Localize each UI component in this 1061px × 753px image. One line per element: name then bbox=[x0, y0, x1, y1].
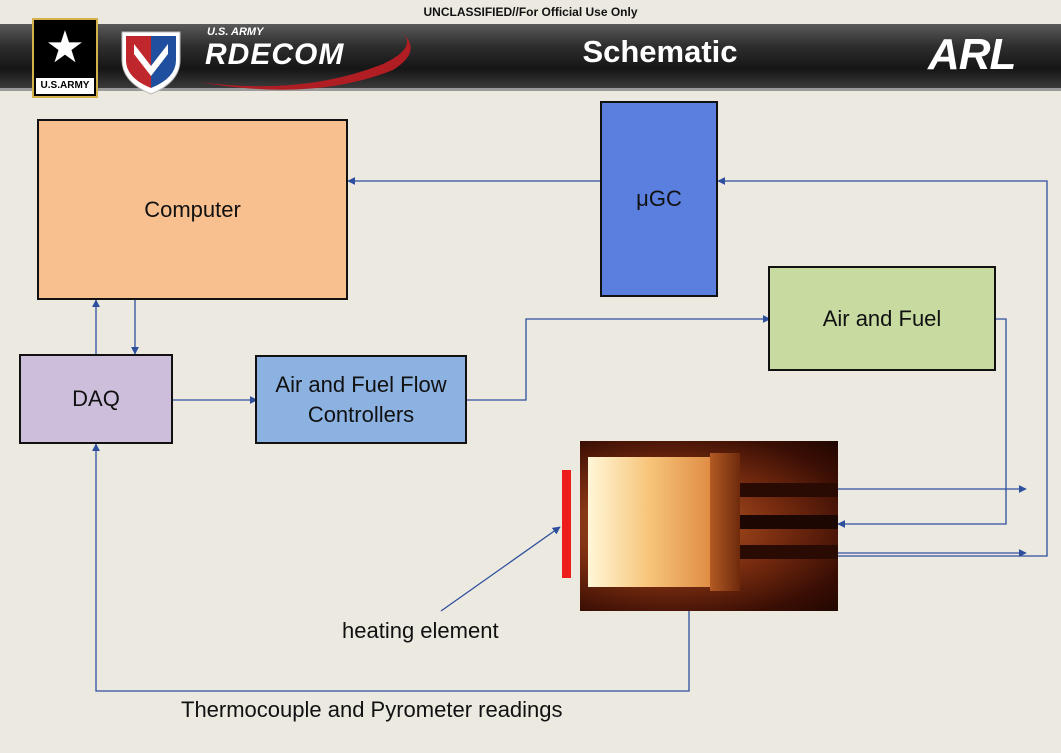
air-fuel-label: Air and Fuel bbox=[823, 304, 942, 334]
heating-element bbox=[562, 470, 571, 578]
heating-element-pointer bbox=[441, 527, 560, 611]
reactor-flange bbox=[710, 453, 740, 591]
air-fuel-box: Air and Fuel bbox=[768, 266, 996, 371]
heating-element-label: heating element bbox=[342, 618, 499, 644]
reactor-tube-1 bbox=[740, 483, 838, 497]
reactor-tube-2 bbox=[740, 515, 838, 529]
computer-label: Computer bbox=[144, 195, 241, 225]
reactor-thermal-image bbox=[580, 441, 838, 611]
computer-box: Computer bbox=[37, 119, 348, 300]
ugc-label: μGC bbox=[636, 184, 682, 214]
controllers-to-airfuel-line bbox=[467, 319, 770, 400]
daq-label: DAQ bbox=[72, 384, 120, 414]
flow-controllers-label: Air and Fuel Flow Controllers bbox=[266, 370, 456, 430]
daq-box: DAQ bbox=[19, 354, 173, 444]
ugc-box: μGC bbox=[600, 101, 718, 297]
reactor-tube-3 bbox=[740, 545, 838, 559]
readings-label: Thermocouple and Pyrometer readings bbox=[181, 697, 563, 723]
flow-controllers-box: Air and Fuel Flow Controllers bbox=[255, 355, 467, 444]
